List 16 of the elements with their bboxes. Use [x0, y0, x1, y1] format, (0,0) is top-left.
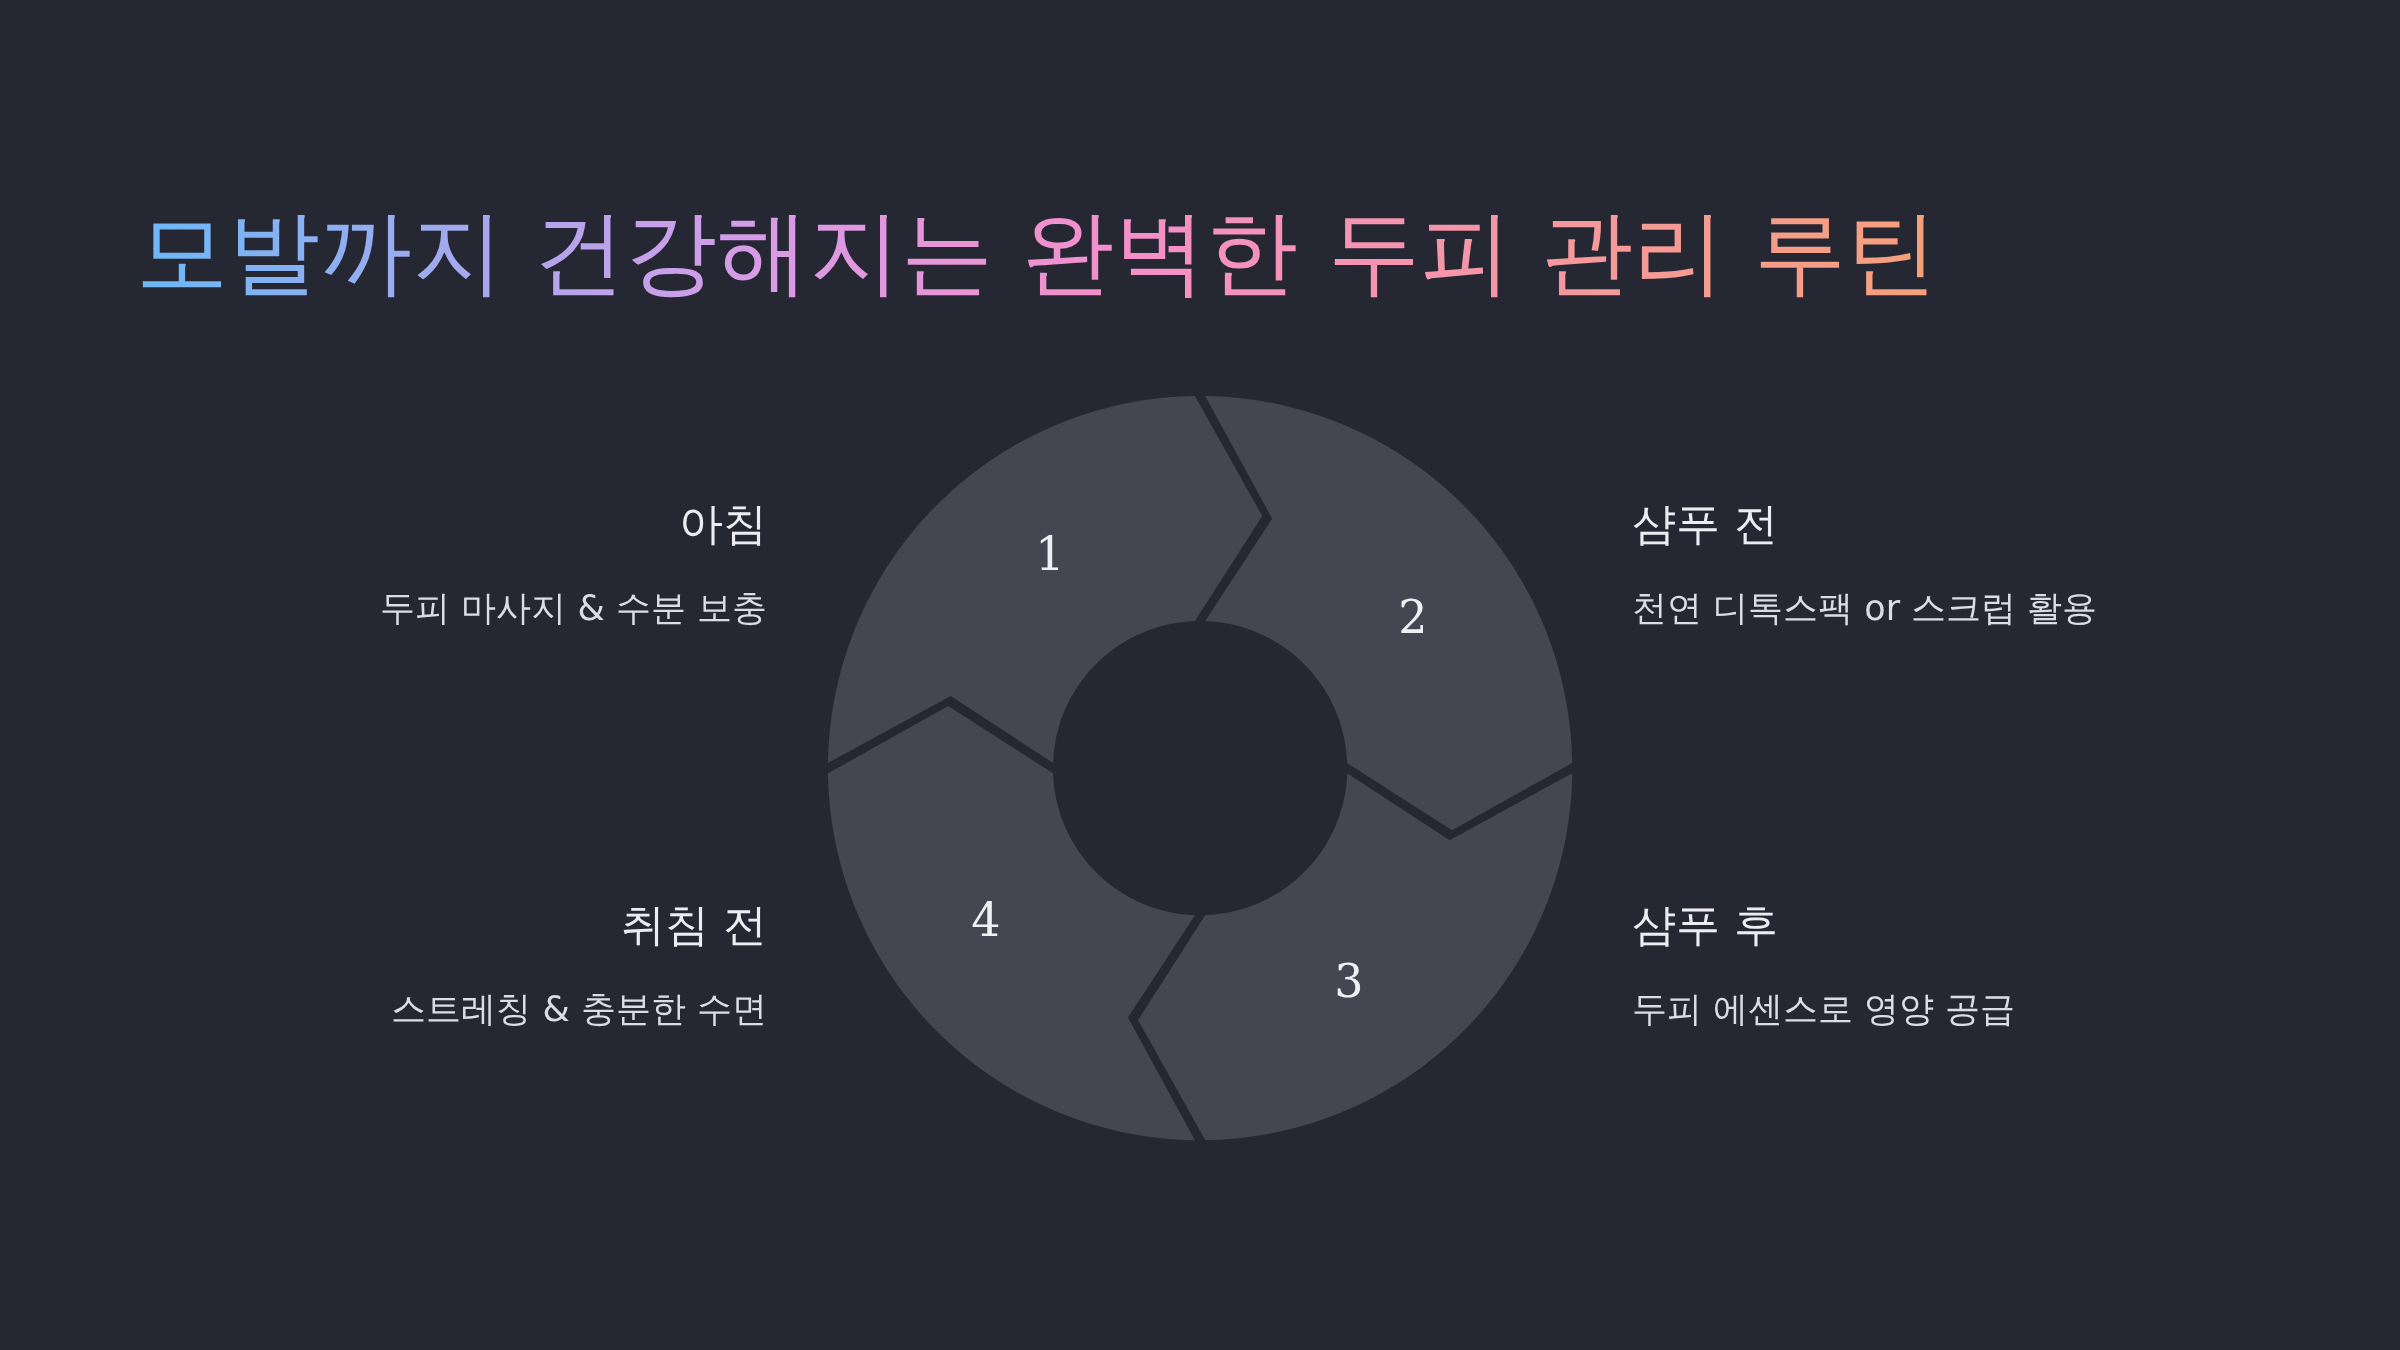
step-number: 4: [971, 893, 1001, 947]
step-description: 두피 마사지 & 수분 보충: [380, 586, 767, 630]
cycle-segment: [1203, 396, 1572, 831]
step-heading: 취침 전: [621, 897, 767, 952]
step-description: 두피 에센스로 영양 공급: [1632, 987, 2016, 1031]
step-description: 천연 디톡스팩 or 스크럽 활용: [1632, 586, 2098, 630]
cycle-segment: [1137, 771, 1572, 1140]
step-number: 3: [1334, 954, 1364, 1008]
cycle-segment: [828, 705, 1197, 1140]
step-heading: 샴푸 후: [1632, 897, 1778, 952]
step-number: 1: [1035, 527, 1065, 581]
step-heading: 샴푸 전: [1632, 496, 1778, 551]
step-heading: 아침: [679, 496, 767, 551]
step-description: 스트레칭 & 충분한 수면: [391, 987, 767, 1031]
cycle-segment: [828, 396, 1263, 765]
step-number: 2: [1398, 590, 1428, 644]
